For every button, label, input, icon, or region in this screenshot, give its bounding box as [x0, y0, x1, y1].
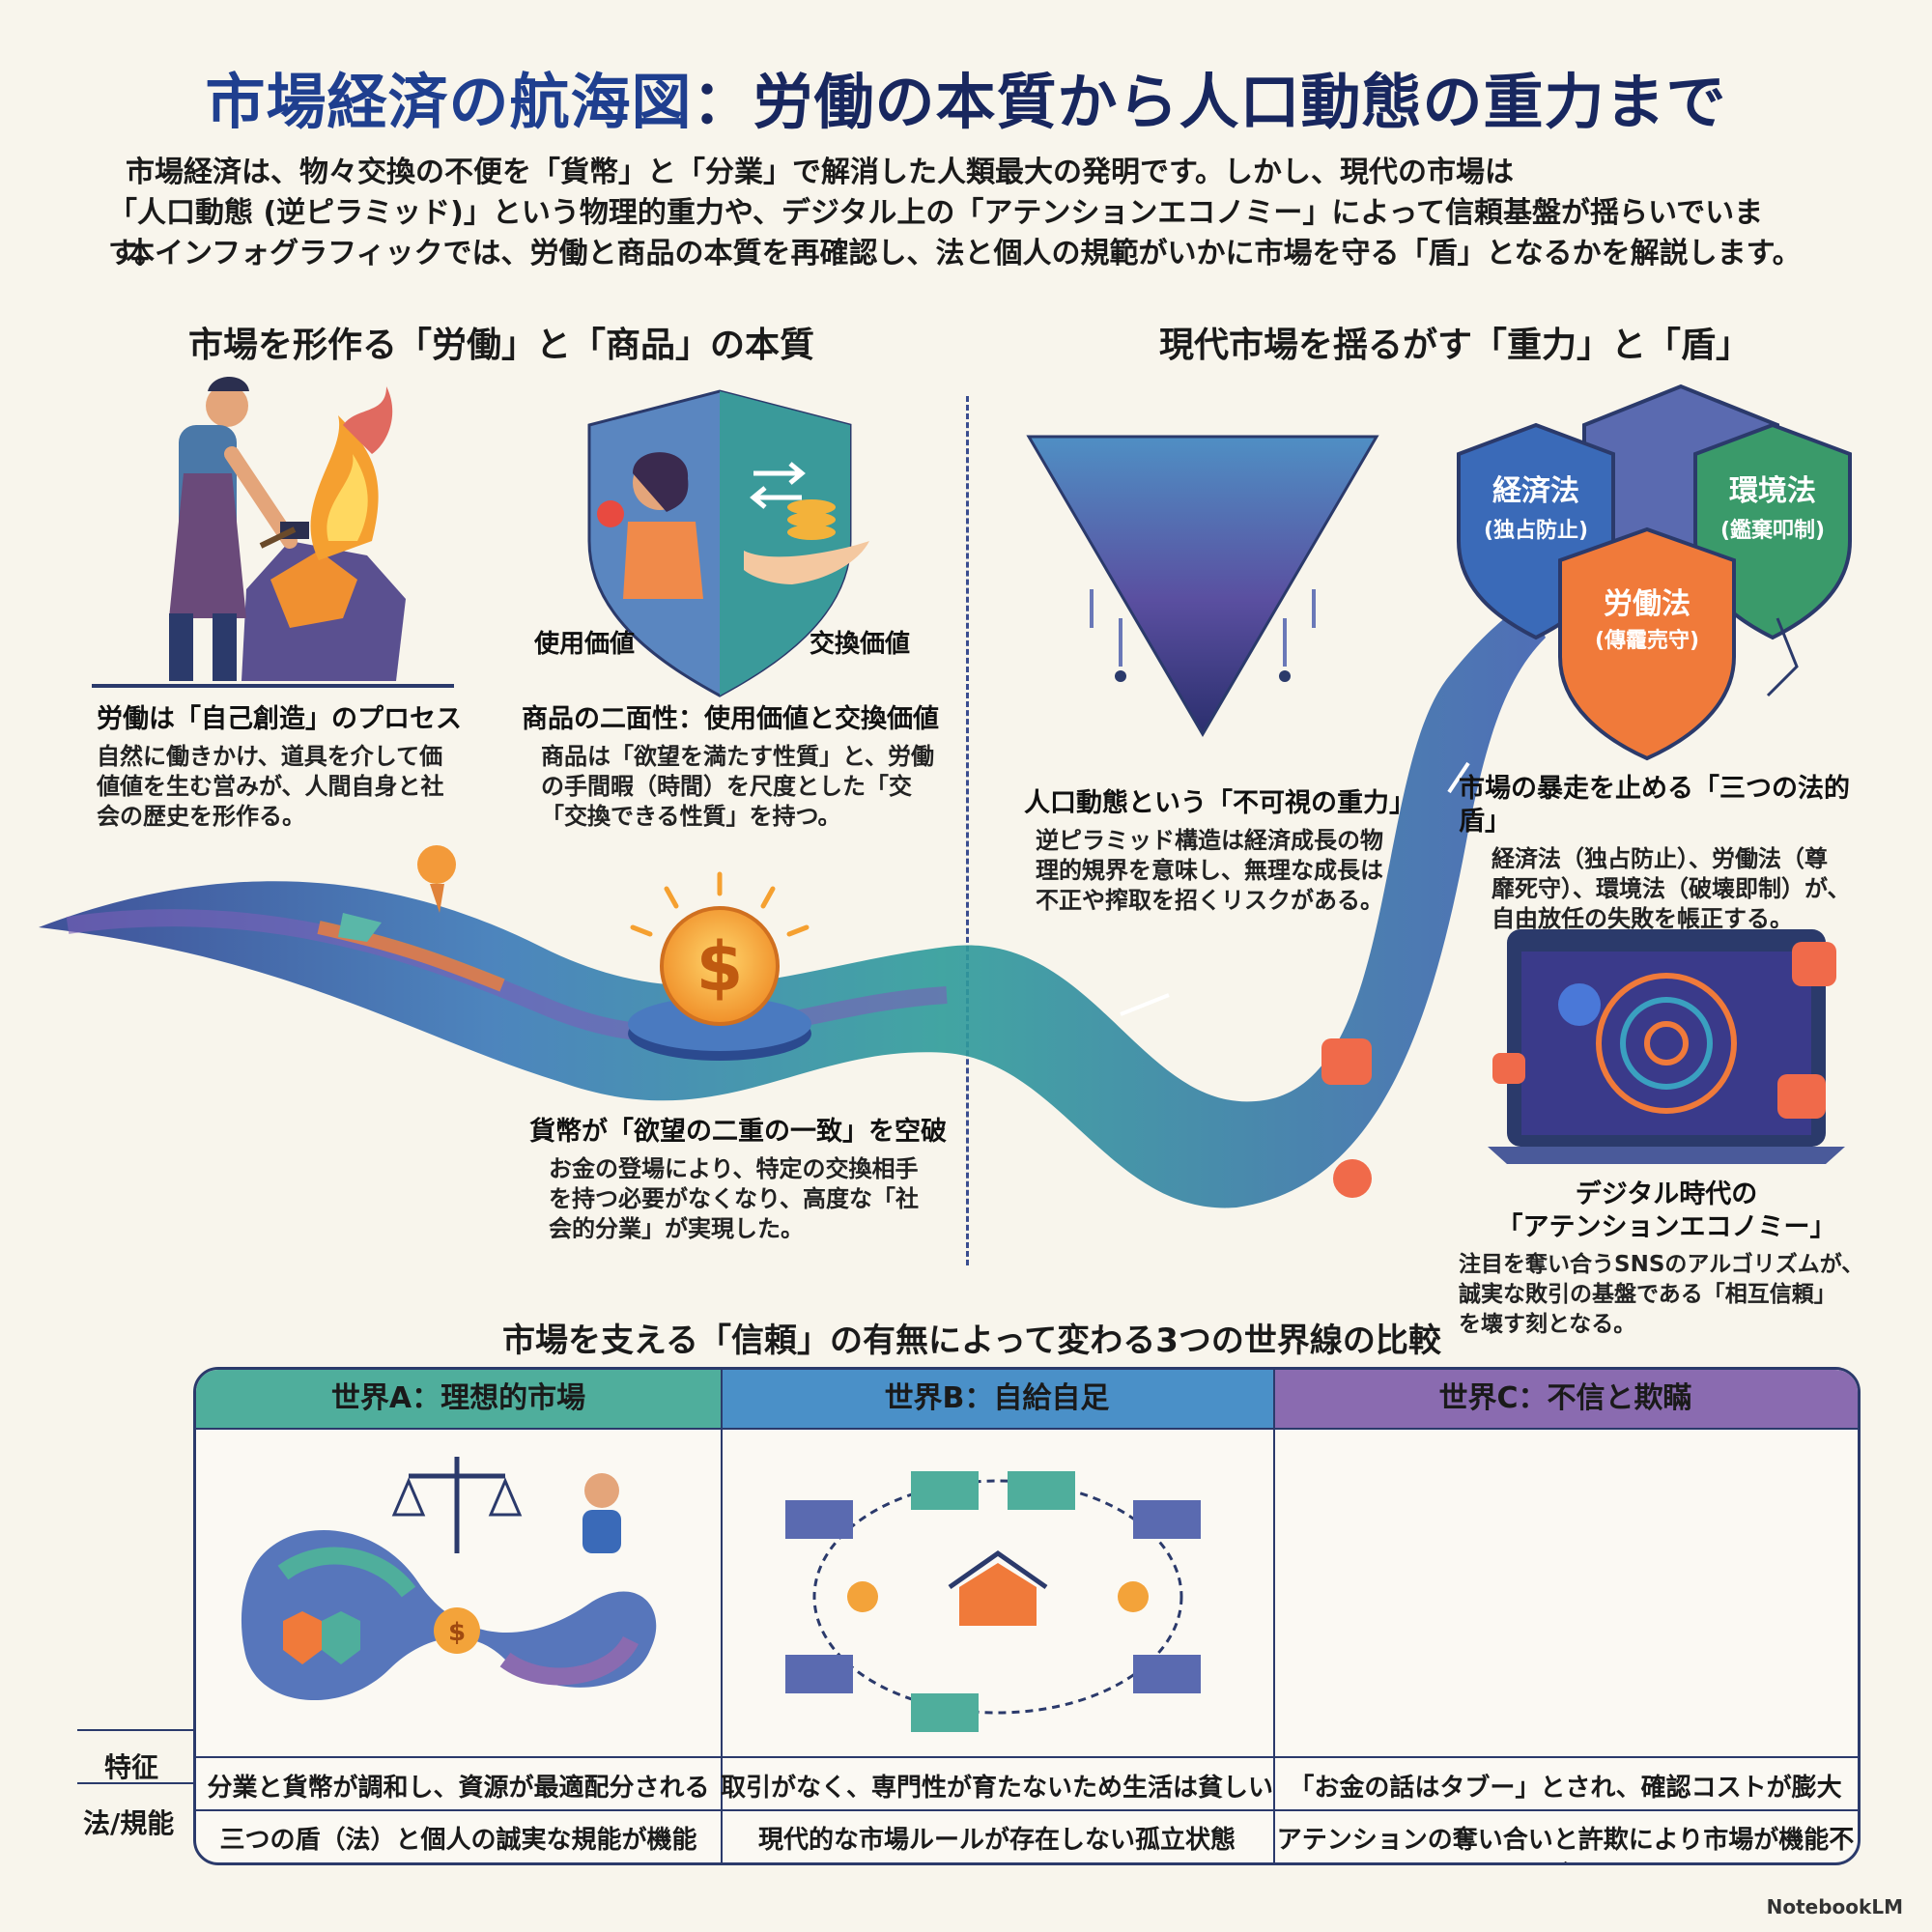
page-title: 市場経済の航海図：労働の本質から人口動態の重力まで [0, 53, 1932, 140]
user-icon [1321, 1038, 1372, 1085]
notify-icon [1492, 1053, 1525, 1084]
labor-law-shield-icon [1558, 526, 1736, 761]
world-a-law: 三つの盾（法）と個人の誠実な規能が機能 [219, 1826, 697, 1855]
commodity-caption-line-2: の手間暇（時間）を尺度とした「交 [541, 773, 912, 800]
world-a-coin-icon: $ [448, 1618, 466, 1647]
world-a-feature: 分業と貨幣が調和し、資源が最適配分される [207, 1774, 710, 1803]
column-header-world-a: 世界A：理想的市場 [196, 1370, 721, 1428]
dollar-icon: $ [696, 927, 744, 1007]
digital-caption-line-1: 注目を奪い合うSNSのアルゴリズムが、 [1459, 1252, 1864, 1277]
column-divider-2 [1273, 1370, 1275, 1862]
commodity-caption-line-1: 商品は「欲望を満たす性質」と、労働 [541, 743, 935, 770]
house-icon [959, 1563, 1037, 1626]
environment-law-name: 環境法 [1729, 474, 1816, 508]
bell-icon [1792, 942, 1836, 986]
intro-line-2: 「人口動態 (逆ピラミッド)」という物理的重力や、デジタル上の「アテンションエコ… [108, 196, 1764, 270]
heart-icon [1777, 1074, 1826, 1119]
right-section-heading: 現代市場を揺るがす「重力」と「盾」 [1159, 326, 1751, 365]
environment-law-sub: (鑑棄叩制) [1720, 518, 1825, 543]
row-label-line-2 [77, 1782, 193, 1784]
comparison-table: 世界A：理想的市場 世界B：自給自足 世界C：不信と欺瞞 $ [193, 1367, 1861, 1865]
money-caption-line-3: 会的分業」が実現した。 [549, 1215, 804, 1242]
economic-law-name: 経済法 [1492, 474, 1579, 508]
coin-illustration: $ [628, 871, 811, 1061]
section-divider [966, 396, 969, 1265]
money-caption-line-1: お金の登場により、特定の交換相手 [549, 1155, 919, 1182]
row-divider-2 [196, 1809, 1858, 1811]
law-caption-line-1: 経済法（独占防止）、労働法（尊 [1492, 845, 1828, 872]
left-section-heading: 市場を形作る「労働」と「商品」の本質 [188, 326, 815, 365]
world-b-illustration [785, 1471, 1201, 1732]
labor-caption-line-1: 自然に働きかけ、道具を介して価 [97, 743, 443, 770]
comparison-heading: 市場を支える「信頼」の有無によって変わる3つの世界線の比較 [502, 1321, 1441, 1360]
labor-caption-line-3: 会の歴史を形作る。 [97, 803, 305, 830]
column-divider-1 [721, 1370, 723, 1862]
inverted-pyramid-icon [1026, 435, 1379, 737]
world-b-feature: 取引がなく、専門性が育たないため生活は貧しい [721, 1774, 1274, 1803]
money-caption: 貨幣が「欲望の二重の一致」を空破 お金の登場により、特定の交換相手 を持つ必要が… [529, 1116, 954, 1244]
labor-caption-line-2: 値値を生む営みが、人間自身と社 [97, 773, 444, 800]
world-a-illustration: $ [241, 1457, 657, 1701]
law-caption: 市場の暴走を止める「三つの法的盾」 経済法（独占防止）、労働法（尊 靡死守）、環… [1459, 773, 1864, 934]
laptop-icon [1488, 929, 1845, 1164]
world-c-feature: 「お金の話はタブー」とされ、確認コストが膨大 [1289, 1774, 1842, 1803]
labor-caption-title: 労働は「自己創造」のプロセス [97, 704, 462, 734]
digital-caption: デジタル時代の 「アテンションエコノミー」 注目を奪い合うSNSのアルゴリズムが… [1459, 1179, 1874, 1340]
row-label-feature: 特征 [104, 1751, 159, 1783]
row-label-law: 法/規能 [83, 1807, 175, 1839]
main-illustration: $ [39, 377, 1852, 1208]
population-caption-line-1: 逆ピラミッド構造は経済成長の物 [1036, 827, 1383, 854]
law-shields-illustration [1457, 384, 1852, 761]
notebooklm-watermark: NotebookLM [1766, 1895, 1903, 1918]
intro-line-3: 本インフォグラフィックでは、労働と商品の本質を再確認し、法と個人の規範がいかに市… [126, 237, 1802, 270]
digital-caption-title-2: 「アテンションエコノミー」 [1496, 1212, 1836, 1242]
law-caption-line-3: 自由放任の失敗を帳正する。 [1492, 905, 1793, 932]
column-header-world-c: 世界C：不信と欺瞞 [1273, 1370, 1858, 1428]
world-c-law: アテンションの奪い合いと許欺により市場が機能不全 [1276, 1826, 1855, 1862]
commodity-caption: 商品の二面性：使用価値と交換価値 商品は「欲望を満たす性質」と、労働 の手間暇（… [522, 703, 947, 832]
use-value-label: 使用価値 [534, 630, 636, 659]
labor-caption: 労働は「自己創造」のプロセス 自然に働きかけ、道具を介して価 値値を生む営みが、… [97, 703, 464, 832]
blacksmith-illustration [92, 377, 454, 688]
digital-caption-title-1: デジタル時代の [1575, 1179, 1758, 1209]
commodity-caption-line-3: 「交換できる性質」を持つ。 [541, 803, 841, 830]
digital-caption-line-2: 誠実な敗引の基盤である「相互信頼」 [1459, 1282, 1836, 1307]
digital-caption-line-3: を壊す刻となる。 [1459, 1312, 1636, 1337]
world-b-law: 現代的な市場ルールが存在しない孤立状態 [757, 1826, 1236, 1855]
shield-illustration [587, 389, 869, 697]
labor-law-name: 労働法 [1604, 587, 1690, 621]
economic-law-sub: (独占防止) [1484, 519, 1588, 543]
money-caption-title: 貨幣が「欲望の二重の一致」を空破 [529, 1117, 947, 1147]
header-divider [196, 1428, 1858, 1430]
law-caption-title: 市場の暴走を止める「三つの法的盾」 [1459, 774, 1850, 837]
title-colon: ： [692, 67, 753, 137]
population-caption-title: 人口動態という「不可視の重力」 [1024, 788, 1415, 818]
intro-line-1: 市場経済は、物々交換の不便を「貨幣」と「分業」で解消した人類最大の発明です。しか… [126, 156, 1514, 189]
row-label-line-1 [77, 1729, 193, 1731]
labor-law-sub: (傳靇売守) [1595, 628, 1699, 653]
row-divider-1 [196, 1756, 1858, 1758]
column-header-world-b: 世界B：自給自足 [721, 1370, 1273, 1428]
population-caption-line-3: 不正や搾取を招くリスクがある。 [1036, 887, 1383, 914]
commodity-caption-title: 商品の二面性：使用価値と交換価値 [522, 704, 939, 734]
population-caption-line-2: 理的䂓界を意味し、無理な成長は [1036, 857, 1383, 884]
like-icon [1558, 983, 1601, 1026]
title-part2: 労働の本質から人口動態の重力まで [753, 67, 1727, 137]
exchange-value-label: 交換価値 [810, 630, 911, 659]
coins-icon [1333, 1159, 1372, 1198]
law-caption-line-2: 靡死守）、環境法（破壊即制）が、 [1492, 875, 1851, 902]
money-caption-line-2: を持つ必要がなくなり、高度な「社 [549, 1185, 920, 1212]
population-caption: 人口動態という「不可視の重力」 逆ピラミッド構造は経済成長の物 理的䂓界を意味し… [1024, 787, 1415, 916]
title-part1: 市場経済の航海図 [205, 67, 693, 137]
